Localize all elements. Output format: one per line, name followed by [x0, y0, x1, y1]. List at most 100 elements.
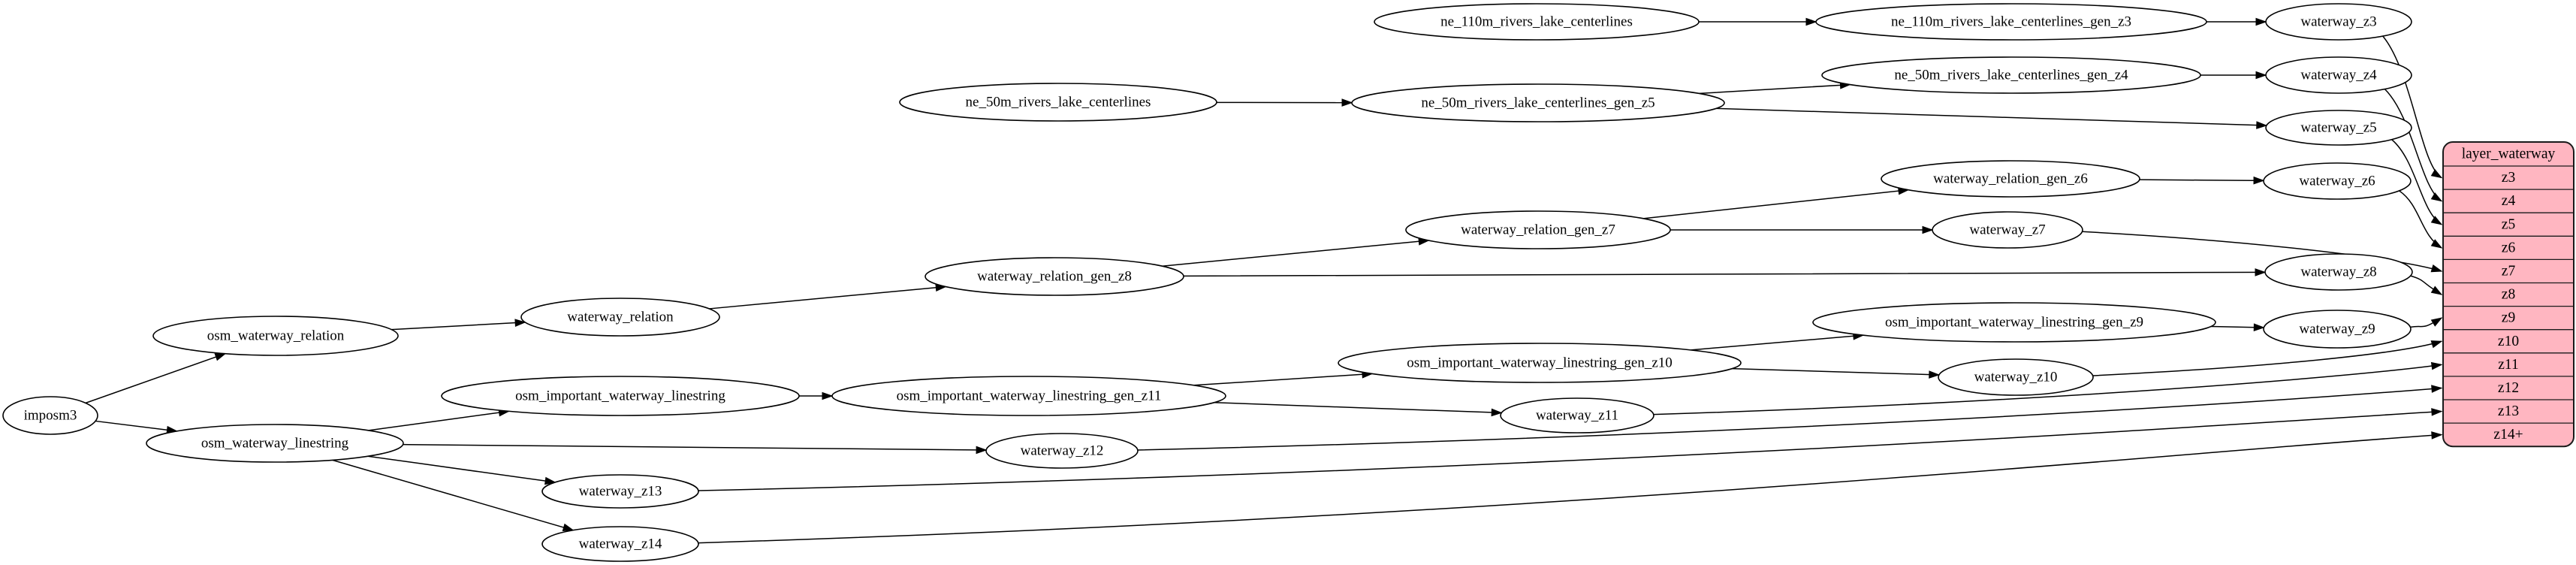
edge-line — [1193, 373, 1373, 386]
edge-line — [1691, 334, 1863, 351]
arrowhead — [1922, 225, 1934, 234]
arrowhead — [1341, 98, 1353, 107]
table-row-z10: z10 — [2498, 334, 2519, 349]
arrowhead — [976, 446, 988, 455]
edge-line — [367, 455, 556, 483]
node-ellipse — [1881, 160, 2140, 198]
edge-ne_50m_rivers_lake_centerlines_gen_z5-to-waterway_z5 — [1716, 107, 2268, 129]
node-osm_waterway_linestring: osm_waterway_linestring — [146, 424, 404, 463]
node-ellipse — [2263, 162, 2412, 200]
node-ellipse — [925, 257, 1184, 296]
node-waterway_z5: waterway_z5 — [2265, 110, 2412, 146]
node-osm_important_waterway_linestring: osm_important_waterway_linestring — [441, 376, 800, 416]
node-waterway_z6: waterway_z6 — [2263, 162, 2412, 200]
node-label: waterway_z10 — [1974, 370, 2058, 385]
node-label: waterway_z8 — [2300, 264, 2376, 280]
edge-line — [2082, 231, 2442, 272]
arrowhead — [514, 319, 526, 327]
edge-waterway_z3-to-row-z3 — [2382, 35, 2443, 179]
edge-waterway_z13-to-row-z13 — [698, 408, 2443, 491]
edge-osm_important_waterway_linestring_gen_z10-to-waterway_z10 — [1732, 367, 1941, 379]
table-background — [2442, 141, 2574, 448]
arrowhead — [2253, 323, 2265, 331]
arrowhead — [2255, 17, 2267, 26]
edge-osm_important_waterway_linestring_gen_z11-to-osm_important_waterway_linestring_gen_z10 — [1193, 370, 1374, 386]
edge-line — [85, 352, 226, 404]
node-ellipse — [146, 424, 404, 463]
node-ellipse — [1374, 3, 1700, 41]
edge-ne_50m_rivers_lake_centerlines_gen_z4-to-waterway_z4 — [2200, 71, 2267, 80]
node-label: waterway_z5 — [2300, 120, 2376, 136]
node-label: waterway_z6 — [2299, 174, 2375, 189]
node-label: waterway_z13 — [579, 484, 662, 500]
nodes: imposm3 osm_waterway_relation osm_waterway… — [2, 3, 2413, 562]
edge-waterway_relation_gen_z8-to-waterway_relation_gen_z7 — [1162, 237, 1430, 267]
node-ne_50m_rivers_lake_centerlines_gen_z4: ne_50m_rivers_lake_centerlines_gen_z4 — [1821, 56, 2201, 94]
node-ellipse — [899, 83, 1217, 122]
edge-line — [1699, 83, 1851, 95]
arrowhead — [822, 391, 834, 400]
table-row-z5: z5 — [2502, 216, 2515, 232]
node-label: waterway_z3 — [2300, 14, 2376, 30]
node-imposm3: imposm3 — [2, 396, 98, 435]
node-label: waterway_z11 — [1536, 408, 1618, 424]
node-label: osm_waterway_relation — [207, 328, 345, 344]
arrowhead — [2255, 71, 2267, 80]
arrowhead — [2431, 431, 2443, 440]
node-label: osm_important_waterway_linestring_gen_z1… — [897, 388, 1162, 404]
edge-line — [2382, 35, 2442, 179]
edge-osm_important_waterway_linestring_gen_z11-to-waterway_z11 — [1214, 402, 1503, 417]
node-ellipse — [1812, 302, 2216, 343]
node-label: osm_important_waterway_linestring_gen_z1… — [1407, 355, 1673, 371]
edge-waterway_z6-to-row-z6 — [2399, 190, 2443, 249]
edge-line — [403, 443, 987, 451]
node-waterway_z10: waterway_z10 — [1938, 358, 2094, 396]
arrowhead — [2430, 216, 2443, 225]
edge-osm_waterway_relation-to-waterway_relation — [391, 319, 526, 331]
node-ellipse — [2265, 56, 2412, 94]
edge-imposm3-to-osm_waterway_relation — [85, 352, 227, 404]
node-waterway_relation_gen_z7: waterway_relation_gen_z7 — [1405, 210, 1671, 249]
node-ellipse — [2265, 3, 2412, 41]
arrowhead — [214, 353, 227, 361]
edge-osm_waterway_linestring-to-waterway_z14 — [332, 459, 575, 532]
node-osm_waterway_relation: osm_waterway_relation — [152, 316, 399, 356]
edge-line — [332, 459, 574, 531]
arrowhead — [2253, 176, 2265, 185]
edge-waterway_z14-to-row-z14+ — [698, 431, 2443, 544]
node-waterway_z12: waterway_z12 — [985, 433, 1139, 469]
edge-waterway_z12-to-row-z12 — [1137, 385, 2443, 451]
arrowhead — [2430, 317, 2443, 327]
node-ne_50m_rivers_lake_centerlines: ne_50m_rivers_lake_centerlines — [899, 83, 1217, 122]
table-row-z9: z9 — [2502, 310, 2515, 326]
edge-waterway_z10-to-row-z10 — [2092, 340, 2443, 376]
edge-waterway_relation_gen_z8-to-waterway_z8 — [1183, 268, 2267, 277]
edge-waterway_relation-to-waterway_relation_gen_z8 — [709, 283, 947, 310]
node-ellipse — [2263, 310, 2412, 349]
node-waterway_z8: waterway_z8 — [2264, 253, 2413, 291]
node-ne_110m_rivers_lake_centerlines: ne_110m_rivers_lake_centerlines — [1374, 3, 1700, 41]
edge-osm_important_waterway_linestring-to-osm_important_waterway_linestring_gen_z11 — [799, 391, 834, 400]
node-waterway_relation_gen_z6: waterway_relation_gen_z6 — [1881, 160, 2140, 198]
node-waterway_relation_gen_z8: waterway_relation_gen_z8 — [925, 257, 1184, 296]
arrowhead — [2431, 408, 2443, 416]
node-ellipse — [1932, 211, 2083, 249]
edge-line — [1137, 387, 2442, 451]
node-label: waterway_relation_gen_z8 — [977, 269, 1132, 285]
node-ellipse — [520, 298, 720, 337]
arrowhead — [2256, 121, 2268, 129]
node-label: waterway_z9 — [2299, 322, 2375, 337]
node-ne_110m_rivers_lake_centerlines_gen_z3: ne_110m_rivers_lake_centerlines_gen_z3 — [1815, 3, 2207, 41]
edge-waterway_z9-to-row-z9 — [2410, 317, 2443, 328]
node-osm_important_waterway_linestring_gen_z11: osm_important_waterway_linestring_gen_z1… — [831, 376, 1226, 416]
node-waterway_z7: waterway_z7 — [1932, 211, 2083, 249]
node-ellipse — [1821, 56, 2201, 94]
edge-ne_50m_rivers_lake_centerlines_gen_z5-to-ne_50m_rivers_lake_centerlines_gen_z4 — [1699, 81, 1852, 95]
node-waterway_z13: waterway_z13 — [541, 474, 699, 509]
node-ellipse — [441, 376, 800, 416]
arrowhead — [562, 523, 575, 532]
table-row-z12: z12 — [2498, 380, 2519, 396]
edge-waterway_relation_gen_z7-to-waterway_z7 — [1670, 225, 1934, 234]
